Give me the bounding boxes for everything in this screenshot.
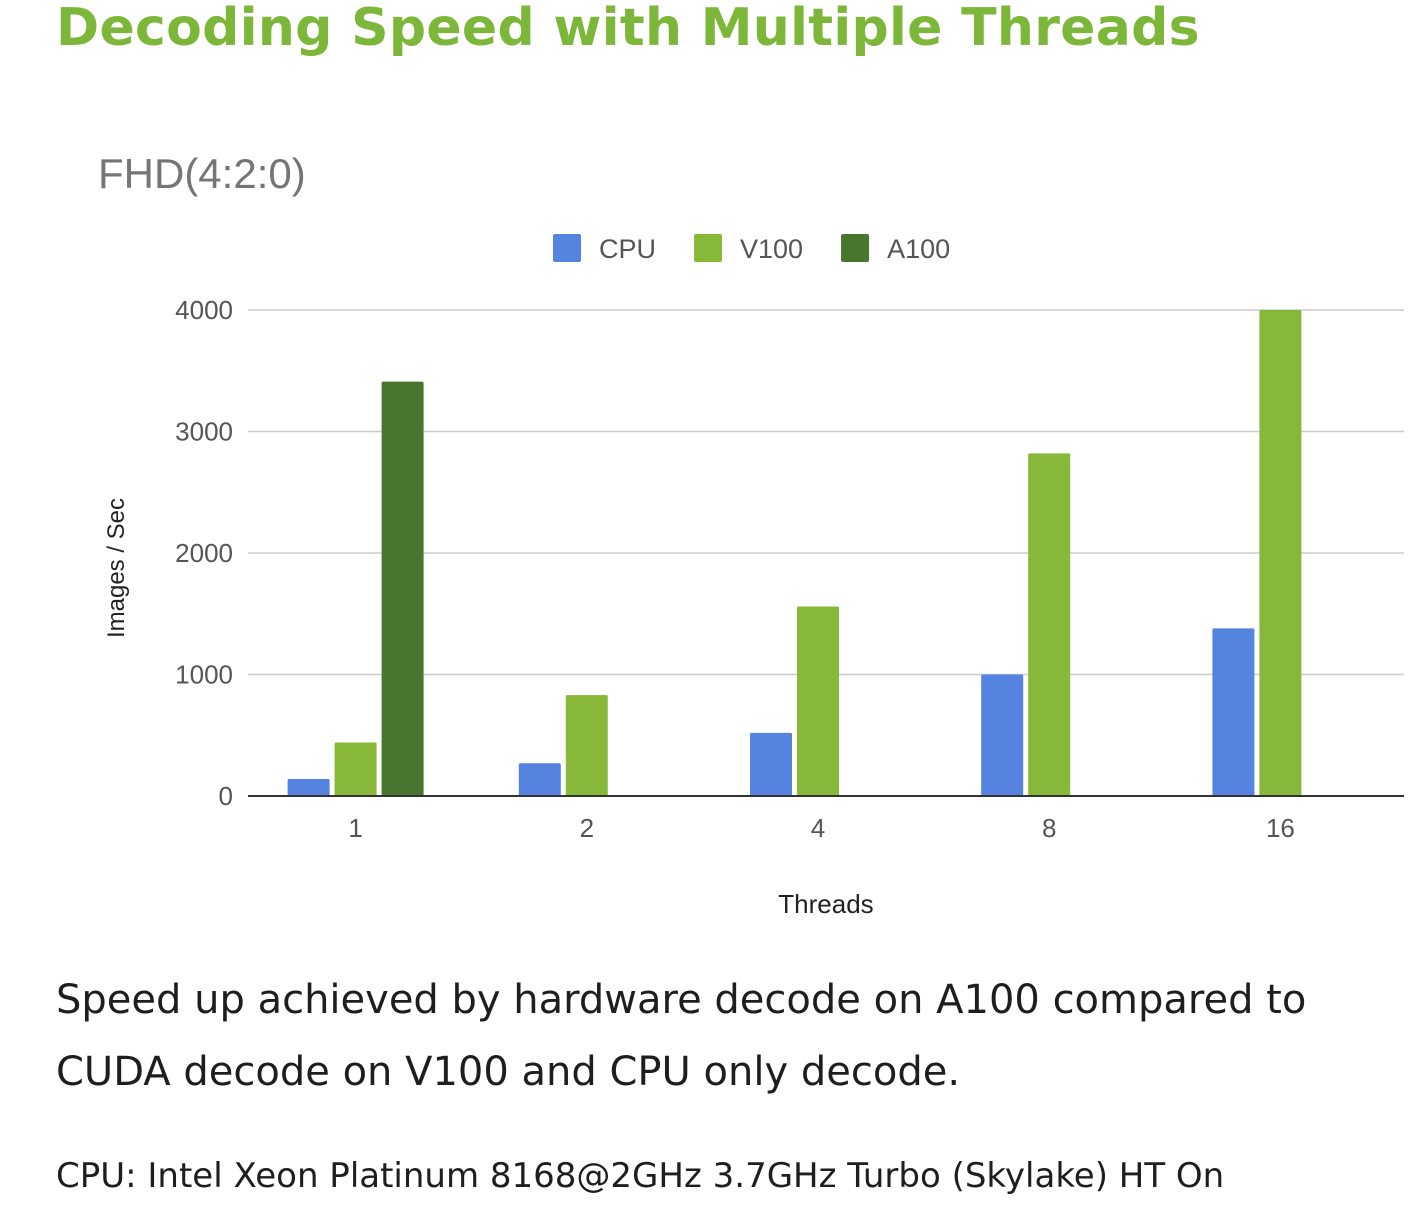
bar-v100-4 [797,606,839,796]
y-tick-label-4000: 4000 [175,295,233,325]
bars [287,310,1302,796]
y-axis-label: Images / Sec [103,498,130,638]
legend-label-a100: A100 [887,234,950,264]
bar-cpu-4 [750,732,792,796]
legend-swatch-cpu [553,234,581,262]
bar-chart: FHD(4:2:0) CPU V100 A100 0 1000 2000 3000 4000… [98,150,1404,919]
x-tick-label-2: 2 [580,813,594,843]
x-tick-label-16: 16 [1266,813,1295,843]
bar-v100-8 [1028,453,1071,796]
bar-cpu-16 [1212,628,1255,796]
x-axis-ticks: 1 2 4 8 16 [348,813,1294,843]
y-tick-label-1000: 1000 [175,660,233,690]
y-tick-label-0: 0 [219,781,233,811]
bar-a100-1 [381,381,424,796]
cpu-footnote: CPU: Intel Xeon Platinum 8168@2GHz 3.7GH… [56,1156,1225,1196]
legend-item-cpu: CPU [553,234,656,264]
legend-swatch-v100 [694,234,723,262]
bar-v100-16 [1259,310,1302,796]
legend-label-v100: V100 [740,234,803,264]
chart-legend: CPU V100 A100 [553,234,950,264]
legend-label-cpu: CPU [599,234,656,264]
legend-item-a100: A100 [841,234,950,264]
x-axis-label: Threads [778,889,873,919]
y-tick-label-2000: 2000 [175,538,233,568]
x-tick-label-1: 1 [348,813,362,843]
chart-caption: Speed up achieved by hardware decode on … [56,977,1307,1095]
page-heading: Decoding Speed with Multiple Threads [56,0,1200,58]
bar-v100-2 [565,695,608,796]
bar-v100-1 [334,742,377,796]
legend-item-v100: V100 [694,234,803,264]
bar-cpu-2 [518,763,561,796]
bar-cpu-1 [287,778,330,796]
x-tick-label-8: 8 [1042,813,1056,843]
legend-swatch-a100 [841,234,870,262]
y-tick-label-3000: 3000 [175,417,233,447]
y-axis-ticks: 0 1000 2000 3000 4000 [175,295,233,811]
chart-title: FHD(4:2:0) [98,150,306,197]
bar-cpu-8 [981,674,1024,796]
x-tick-label-4: 4 [811,813,825,843]
